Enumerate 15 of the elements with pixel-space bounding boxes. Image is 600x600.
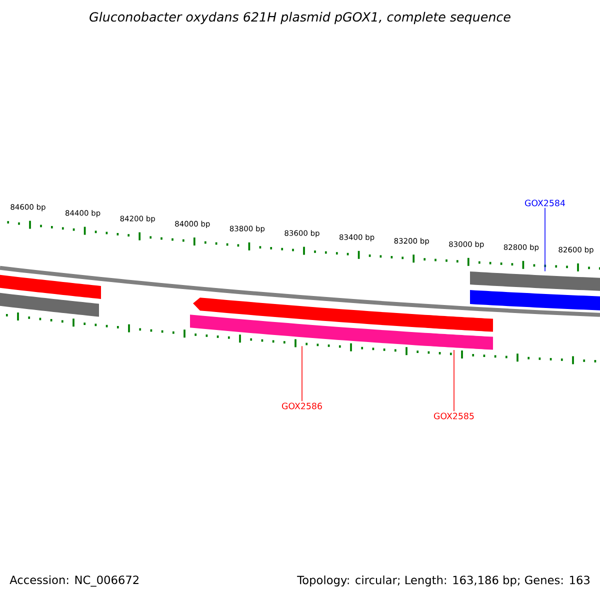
gene-bar: [193, 298, 425, 328]
title: Gluconobacter oxydans 621H plasmid pGOX1, complete sequence: [90, 12, 510, 24]
gene-bar: [470, 272, 600, 291]
gene-label: GOX2586: [282, 402, 322, 410]
gene-bar: [190, 314, 425, 346]
gene-bar: [425, 332, 493, 350]
gene-bar: [0, 274, 101, 299]
gene-bar: [425, 314, 493, 332]
footer-text: Accession: NC_006672: [10, 575, 138, 587]
leader-line: [544, 207, 546, 272]
gene-bar: [470, 290, 600, 310]
footer-text: Topology: circular; Length: 163,186 bp; Genes: 163: [297, 576, 590, 586]
gene-label: GOX2584: [525, 200, 565, 206]
gene-label: GOX2585: [434, 412, 474, 420]
gene-bar: [0, 292, 99, 317]
